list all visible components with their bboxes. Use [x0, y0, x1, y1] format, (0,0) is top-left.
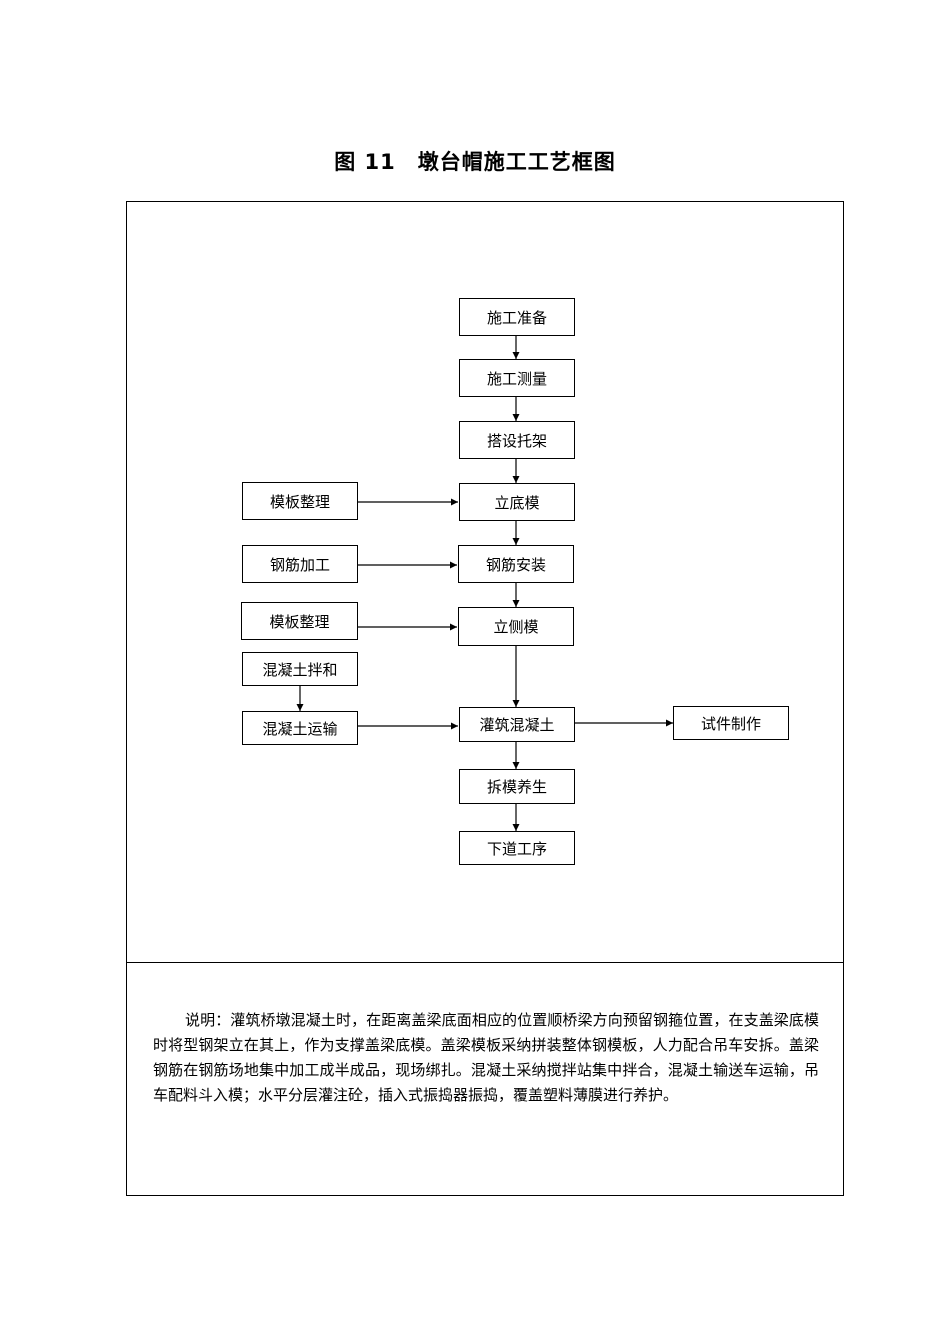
node-prepare: 施工准备	[459, 298, 575, 336]
node-side-form: 立侧模	[458, 607, 574, 646]
node-form-trim-1: 模板整理	[242, 482, 358, 520]
node-survey: 施工测量	[459, 359, 575, 397]
node-pour: 灌筑混凝土	[459, 707, 575, 742]
description-note: 说明：灌筑桥墩混凝土时，在距离盖梁底面相应的位置顺桥梁方向预留钢箍位置，在支盖梁…	[153, 1011, 819, 1104]
node-bottom-form: 立底模	[459, 483, 575, 521]
frame-divider	[126, 962, 844, 963]
node-form-trim-2: 模板整理	[241, 602, 358, 640]
node-concrete-transport: 混凝土运输	[242, 711, 358, 745]
figure-number: 图 11	[334, 150, 396, 174]
node-specimen: 试件制作	[673, 706, 789, 740]
node-concrete-mix: 混凝土拌和	[242, 652, 358, 686]
node-rebar-process: 钢筋加工	[242, 545, 358, 583]
node-rebar-install: 钢筋安装	[458, 545, 574, 583]
node-next: 下道工序	[459, 831, 575, 865]
figure-title-text: 墩台帽施工工艺框图	[417, 150, 616, 174]
diagram-frame	[126, 201, 844, 1196]
node-strip-cure: 拆模养生	[459, 769, 575, 804]
figure-title: 图 11 墩台帽施工工艺框图	[0, 146, 950, 176]
node-support: 搭设托架	[459, 421, 575, 459]
